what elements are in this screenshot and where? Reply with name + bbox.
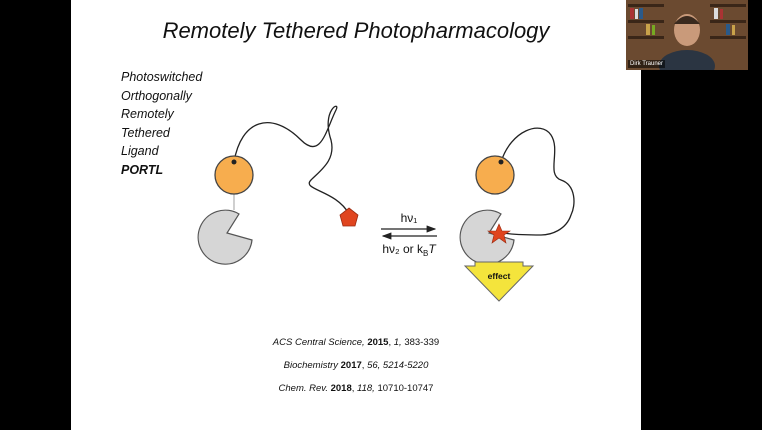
effect-arrow (463, 261, 535, 302)
protein-shape (459, 209, 515, 265)
acronym-list: Photoswitched Orthogonally Remotely Teth… (121, 68, 202, 179)
reverse-label: hν₂ or kBT (382, 242, 437, 258)
anchor-dot (231, 159, 237, 165)
reference-item: ACS Central Science, 2015, 1, 383-339 (272, 337, 440, 348)
acronym-line: Ligand (121, 144, 159, 158)
reference-item: Chem. Rev. 2018, 118, 10710-10747 (278, 383, 434, 394)
ligand-pentagon (339, 207, 359, 227)
acronym-line: Tethered (121, 125, 170, 140)
participant-name: Dirk Trauner (628, 60, 666, 68)
acronym-line: Orthogonally (121, 88, 192, 103)
switch-arrows: hν₁ hν₂ or kBT (381, 211, 437, 258)
tether-line (233, 105, 350, 215)
effect-label: effect (488, 271, 511, 281)
portl-diagram: hν₁ hν₂ or kBT effect (197, 105, 575, 302)
anchor-circle (214, 155, 254, 195)
acronym-line: Remotely (121, 107, 174, 121)
tether-line (500, 127, 575, 236)
left-state (197, 105, 359, 265)
protein-shape (197, 209, 253, 265)
participant-video-tile[interactable]: Dirk Trauner (626, 0, 748, 70)
acronym-line-portl: PORTL (121, 162, 164, 177)
forward-label: hν₁ (401, 211, 418, 225)
right-state: effect (459, 127, 575, 302)
webcam-feed (626, 0, 748, 70)
reference-item: Biochemistry 2017, 56, 5214-5220 (283, 360, 429, 371)
slide-title: Remotely Tethered Photopharmacology (162, 18, 550, 43)
references: ACS Central Science, 2015, 1, 383-339 Bi… (71, 337, 641, 406)
ligand-star (487, 223, 511, 244)
presentation-slide: Remotely Tethered Photopharmacology Phot… (71, 0, 641, 430)
anchor-dot (498, 159, 504, 165)
anchor-circle (475, 155, 515, 195)
acronym-line: Photoswitched (121, 70, 203, 84)
